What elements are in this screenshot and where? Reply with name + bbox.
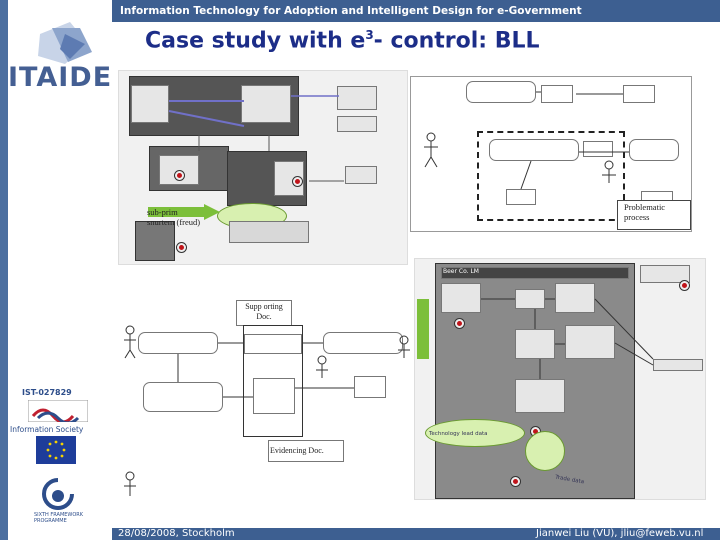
- operational-activity: [489, 139, 579, 161]
- control-activity-box: [323, 332, 403, 354]
- footer-bar: [112, 528, 720, 540]
- end-node-1: [175, 171, 184, 180]
- end-node-2: [177, 243, 186, 252]
- box-customer: [337, 86, 377, 110]
- ist-label: IST-027829: [22, 388, 72, 397]
- br-green-2: [525, 431, 565, 471]
- left-accent-strip: [0, 0, 8, 540]
- purple-arrows: [168, 95, 344, 182]
- verified-doc-box: [354, 376, 386, 398]
- page-title: Case study with e3- control: BLL: [145, 28, 540, 54]
- evidencing-doc-callout: [268, 440, 344, 462]
- eu-flag: [36, 436, 76, 464]
- process-doc: [583, 141, 613, 157]
- problematic-box: [617, 200, 691, 230]
- operational-activity-box: [143, 382, 223, 412]
- bottom-right-diagram: Beer Co. LM Technology lead data Trade d…: [414, 258, 706, 500]
- br-box-4: [640, 265, 690, 283]
- box-payment: [274, 161, 304, 196]
- box-bu-decl: [241, 85, 291, 123]
- control-activity: [629, 139, 679, 161]
- stick-figures: [424, 91, 629, 190]
- br-box-7: [565, 325, 615, 359]
- information-society-logo: [28, 400, 88, 422]
- beer-header: Beer Co. LM: [441, 267, 629, 279]
- br-green-1: [425, 419, 525, 447]
- highlight-rect: [243, 325, 303, 437]
- top-right-diagram: [410, 76, 692, 232]
- sixth-framework-label: SIXTH FRAMEWORK PROGRAMME: [34, 512, 84, 524]
- br-end-3: [511, 477, 520, 486]
- supporting-doc-1: [541, 85, 573, 103]
- br-box-2: [515, 289, 545, 309]
- gray-container4: [135, 221, 175, 261]
- br-end-2: [680, 281, 689, 290]
- br-box-3: [555, 283, 595, 313]
- evidencing-doc-label: Evidencing Doc.: [270, 446, 324, 455]
- supporting-doc-callout: [236, 300, 292, 326]
- box-customer2: [337, 116, 377, 132]
- br-green-label-1: Technology lead data: [429, 431, 488, 437]
- green-arrow: [148, 204, 220, 220]
- header-bar: Information Technology for Adoption and …: [112, 0, 720, 22]
- trex-location-box: [244, 334, 302, 354]
- logo-text: ITAIDE: [8, 62, 113, 93]
- br-box-1: [441, 283, 481, 313]
- itaide-logo: [38, 22, 92, 64]
- footer-author: Jianwei Liu (VU), jliu@feweb.vu.nl: [536, 528, 704, 539]
- box-cu-decl: [131, 85, 169, 123]
- supporting-doc-2: [623, 85, 655, 103]
- br-box-8: [515, 379, 565, 413]
- sixth-framework-logo: [42, 478, 74, 510]
- footer-date: 28/08/2008, Stockholm: [118, 528, 235, 539]
- evidencing-activity: [466, 81, 536, 103]
- box-bottom: [229, 221, 309, 243]
- highlight-box: [477, 131, 625, 221]
- problematic-label: Problematic process: [624, 202, 666, 222]
- br-connectors: [481, 298, 654, 379]
- bottom-left-figures: [124, 325, 410, 496]
- top-left-diagram: [118, 70, 408, 265]
- sub-prime-label: sub-prim snurtem (freud): [147, 207, 201, 227]
- evidencing-activity-box: [138, 332, 218, 354]
- bottom-left-diagram: Supp orting Doc. Evidencing Doc.: [118, 300, 418, 520]
- br-green-side: [417, 299, 429, 359]
- epcs-box: [253, 378, 295, 414]
- br-box-6: [515, 329, 555, 359]
- br-end-1: [455, 319, 464, 328]
- supporting-doc-label: Supp orting Doc.: [245, 302, 283, 321]
- supporting-doc-3: [506, 189, 536, 205]
- box-right: [345, 166, 377, 184]
- end-node-3: [293, 177, 302, 186]
- header-text: Information Technology for Adoption and …: [120, 5, 582, 17]
- information-society-label: Information Society: [10, 425, 84, 434]
- box-process: [159, 155, 199, 185]
- br-box-5: [653, 359, 703, 371]
